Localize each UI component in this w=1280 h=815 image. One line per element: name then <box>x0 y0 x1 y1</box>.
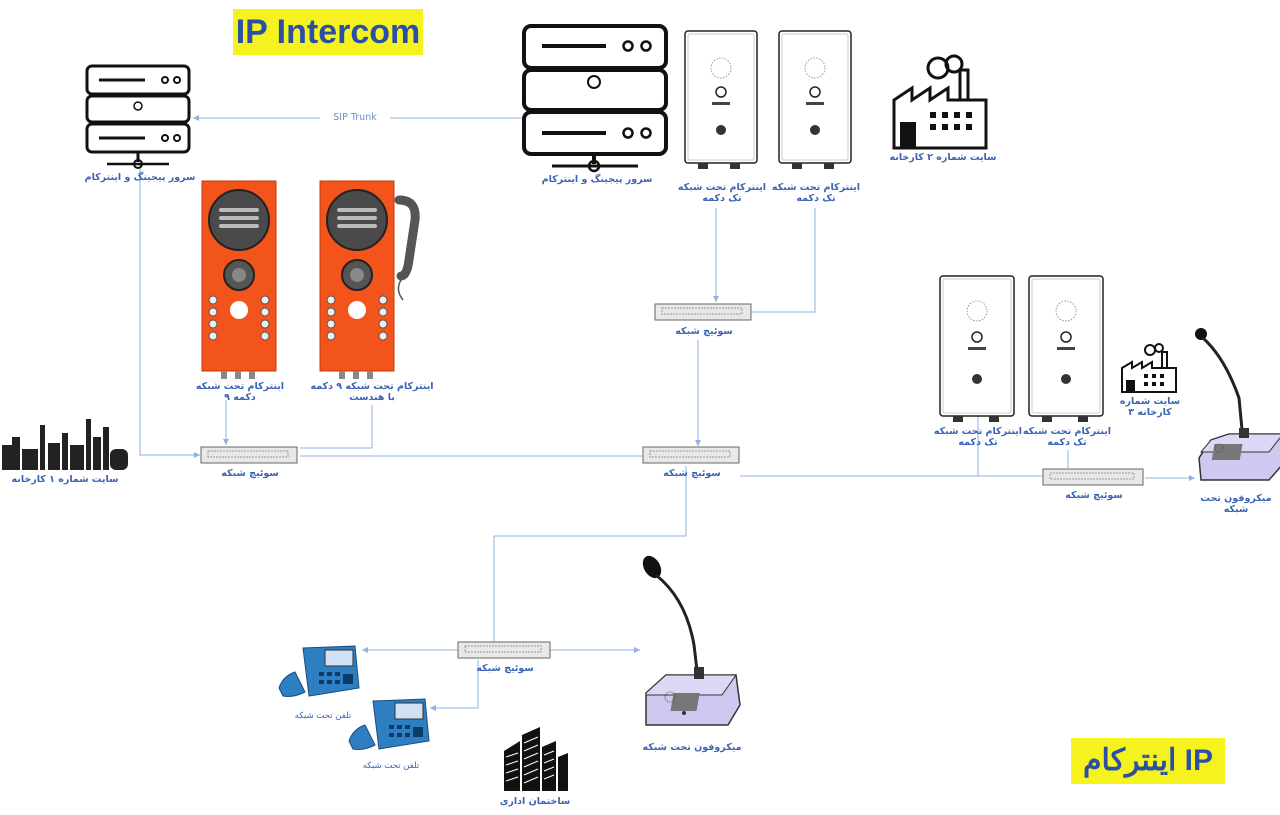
title-fa: اینترکام IP <box>1071 738 1225 784</box>
ip-phone-1-label: تلفن تحت شبکه <box>294 711 352 721</box>
site-2-label: سایت شماره ۲ کارخانه <box>889 152 997 163</box>
server-center-label: سرور پیجینگ و اینترکام <box>541 174 653 185</box>
ip-phone-1-icon <box>278 645 360 697</box>
microphone-site3-icon <box>1195 328 1280 481</box>
office-building-label: ساختمان اداری <box>499 796 571 807</box>
switch-site2-label: سوئیچ شبکه <box>675 326 733 337</box>
title-en: IP Intercom <box>233 9 423 55</box>
switch-office-icon <box>457 641 551 659</box>
switch-site3-icon <box>1042 468 1144 486</box>
intercom-one-button-3-icon <box>939 275 1015 422</box>
server-left-label: سرور پیجینگ و اینترکام <box>84 172 196 183</box>
factory-site3-icon <box>1121 343 1177 393</box>
office-phone2-link <box>430 660 479 709</box>
office-building-icon <box>504 727 568 791</box>
intercom-9-button-label: اینترکام تحت شبکه ۹ دکمه <box>195 381 285 403</box>
server-left-icon <box>85 64 191 169</box>
intercom-9h-link <box>300 405 373 449</box>
intercom-one-button-1-label: اینترکام تحت شبکه تک دکمه <box>677 182 767 204</box>
intercom-one-button-2-icon <box>778 30 852 169</box>
factory-site2-icon <box>892 54 988 150</box>
site-1-label: سایت شماره ۱ کارخانه <box>11 474 119 485</box>
site-3-label: سایت شماره ۳ کارخانه <box>1119 396 1181 418</box>
core-office-link <box>493 466 687 642</box>
ip-phone-2-label: تلفن تحت شبکه <box>362 761 420 771</box>
intercom-one-button-1-icon <box>684 30 758 169</box>
switch-office-label: سوئیچ شبکه <box>476 663 534 674</box>
factory-site1-icon <box>2 419 128 470</box>
switch-site3-label: سوئیچ شبکه <box>1065 490 1123 501</box>
microphone-office-label: میکروفون تحت شبکه <box>642 742 742 753</box>
switch-site1-label: سوئیچ شبکه <box>221 468 279 479</box>
site2-intercom2-link <box>752 208 816 313</box>
switch-core-label: سوئیچ شبکه <box>663 468 721 479</box>
intercom-one-button-4-icon <box>1028 275 1104 422</box>
microphone-site3-label: میکروفون تحت شبکه <box>1200 493 1272 515</box>
intercom-one-button-3-label: اینترکام تحت شبکه تک دکمه <box>933 426 1023 448</box>
ip-phone-2-icon <box>348 698 430 750</box>
intercom-9-button-handset-icon <box>319 180 420 379</box>
sip-trunk-label: SIP Trunk <box>320 112 390 123</box>
intercom-one-button-2-label: اینترکام تحت شبکه تک دکمه <box>771 182 861 204</box>
switch-site1-icon <box>200 446 298 464</box>
server-center-icon <box>522 24 668 173</box>
server-left-link <box>139 165 200 456</box>
switch-site2-icon <box>654 303 752 321</box>
microphone-office-icon <box>642 555 741 726</box>
intercom-9-button-handset-label: اینترکام تحت شبکه ۹ دکمه با هندست <box>310 381 434 403</box>
switch-core-icon <box>642 446 740 464</box>
intercom-9-button-icon <box>201 180 277 379</box>
intercom-one-button-4-label: اینترکام تحت شبکه تک دکمه <box>1022 426 1112 448</box>
